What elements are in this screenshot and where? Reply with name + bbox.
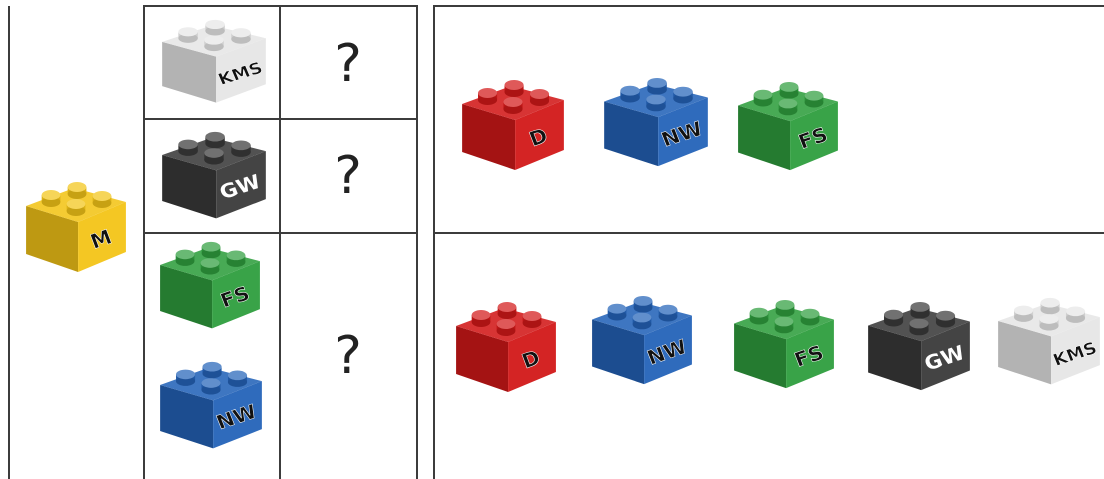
right-panel-border-top xyxy=(433,5,1104,7)
brick-stud xyxy=(620,86,639,103)
brick-stud xyxy=(1066,307,1085,323)
brick-stud xyxy=(909,319,928,336)
brick-stud xyxy=(911,302,930,319)
brick-stud xyxy=(673,87,692,104)
left-table-border-left xyxy=(8,6,10,479)
bottom-brick-nw: NW xyxy=(590,294,694,392)
brick-stud xyxy=(801,309,820,326)
bottom-brick-fs: FS xyxy=(732,298,836,396)
brick-stud xyxy=(67,199,86,216)
brick-stud xyxy=(503,97,522,114)
brick-stud xyxy=(608,304,627,321)
brick-stud xyxy=(178,140,197,156)
brick-stud xyxy=(1041,298,1060,314)
brick-gw-row2: GW xyxy=(160,130,268,226)
top-brick-fs: FS xyxy=(736,80,840,178)
brick-stud xyxy=(203,362,222,378)
brick-stud xyxy=(775,317,794,334)
right-panel-row-divider xyxy=(433,232,1104,234)
left-table-row-divider-2 xyxy=(143,232,418,234)
left-table-divider-1 xyxy=(143,6,145,479)
left-table-border-right xyxy=(416,6,418,479)
brick-stud xyxy=(523,311,542,328)
bottom-brick-gw: GW xyxy=(866,300,972,398)
answer-placeholder-row2: ? xyxy=(280,150,416,202)
right-panel-border-left xyxy=(433,5,435,479)
answer-placeholder-row1: ? xyxy=(280,38,416,90)
brick-stud xyxy=(201,378,220,394)
brick-fs-row3: FS xyxy=(158,240,262,336)
brick-stud xyxy=(498,302,517,319)
brick-stud xyxy=(647,78,666,95)
brick-stud xyxy=(201,258,220,274)
brick-nw-row3: NW xyxy=(158,360,264,456)
left-table-row-divider-1 xyxy=(143,118,418,120)
brick-stud xyxy=(93,191,112,208)
top-brick-d: D xyxy=(460,78,566,178)
brick-stud xyxy=(779,99,798,116)
brick-stud xyxy=(228,371,247,387)
brick-stud xyxy=(472,310,491,327)
top-brick-nw: NW xyxy=(602,76,710,174)
brick-stud xyxy=(205,132,224,148)
brick-stud xyxy=(530,89,549,106)
brick-stud xyxy=(776,300,795,317)
brick-stud xyxy=(176,250,195,266)
brick-stud xyxy=(231,28,250,44)
answer-placeholder-row3: ? xyxy=(280,330,416,382)
brick-stud xyxy=(659,305,678,322)
brick-kms-row1: KMS xyxy=(160,18,268,110)
brick-stud xyxy=(478,88,497,105)
brick-stud xyxy=(497,319,516,336)
brick-stud xyxy=(227,251,246,267)
brick-stud xyxy=(68,182,87,199)
brick-stud xyxy=(634,296,653,313)
brick-stud xyxy=(176,370,195,386)
brick-stud xyxy=(646,95,665,112)
brick-stud xyxy=(805,91,824,108)
key-brick-m: M xyxy=(24,180,128,280)
brick-stud xyxy=(750,308,769,325)
brick-stud xyxy=(505,80,524,97)
brick-stud xyxy=(205,20,224,36)
brick-stud xyxy=(204,35,223,51)
brick-stud xyxy=(780,82,799,99)
brick-stud xyxy=(936,311,955,328)
brick-stud xyxy=(231,141,250,157)
brick-stud xyxy=(204,148,223,164)
brick-stud xyxy=(633,313,652,330)
brick-stud xyxy=(754,90,773,107)
brick-stud xyxy=(178,27,197,43)
bottom-brick-d: D xyxy=(454,300,558,400)
bottom-brick-kms: KMS xyxy=(996,296,1102,392)
brick-stud xyxy=(202,242,221,258)
brick-stud xyxy=(1039,314,1058,330)
brick-stud xyxy=(884,310,903,327)
brick-stud xyxy=(42,190,61,207)
brick-stud xyxy=(1014,306,1033,322)
